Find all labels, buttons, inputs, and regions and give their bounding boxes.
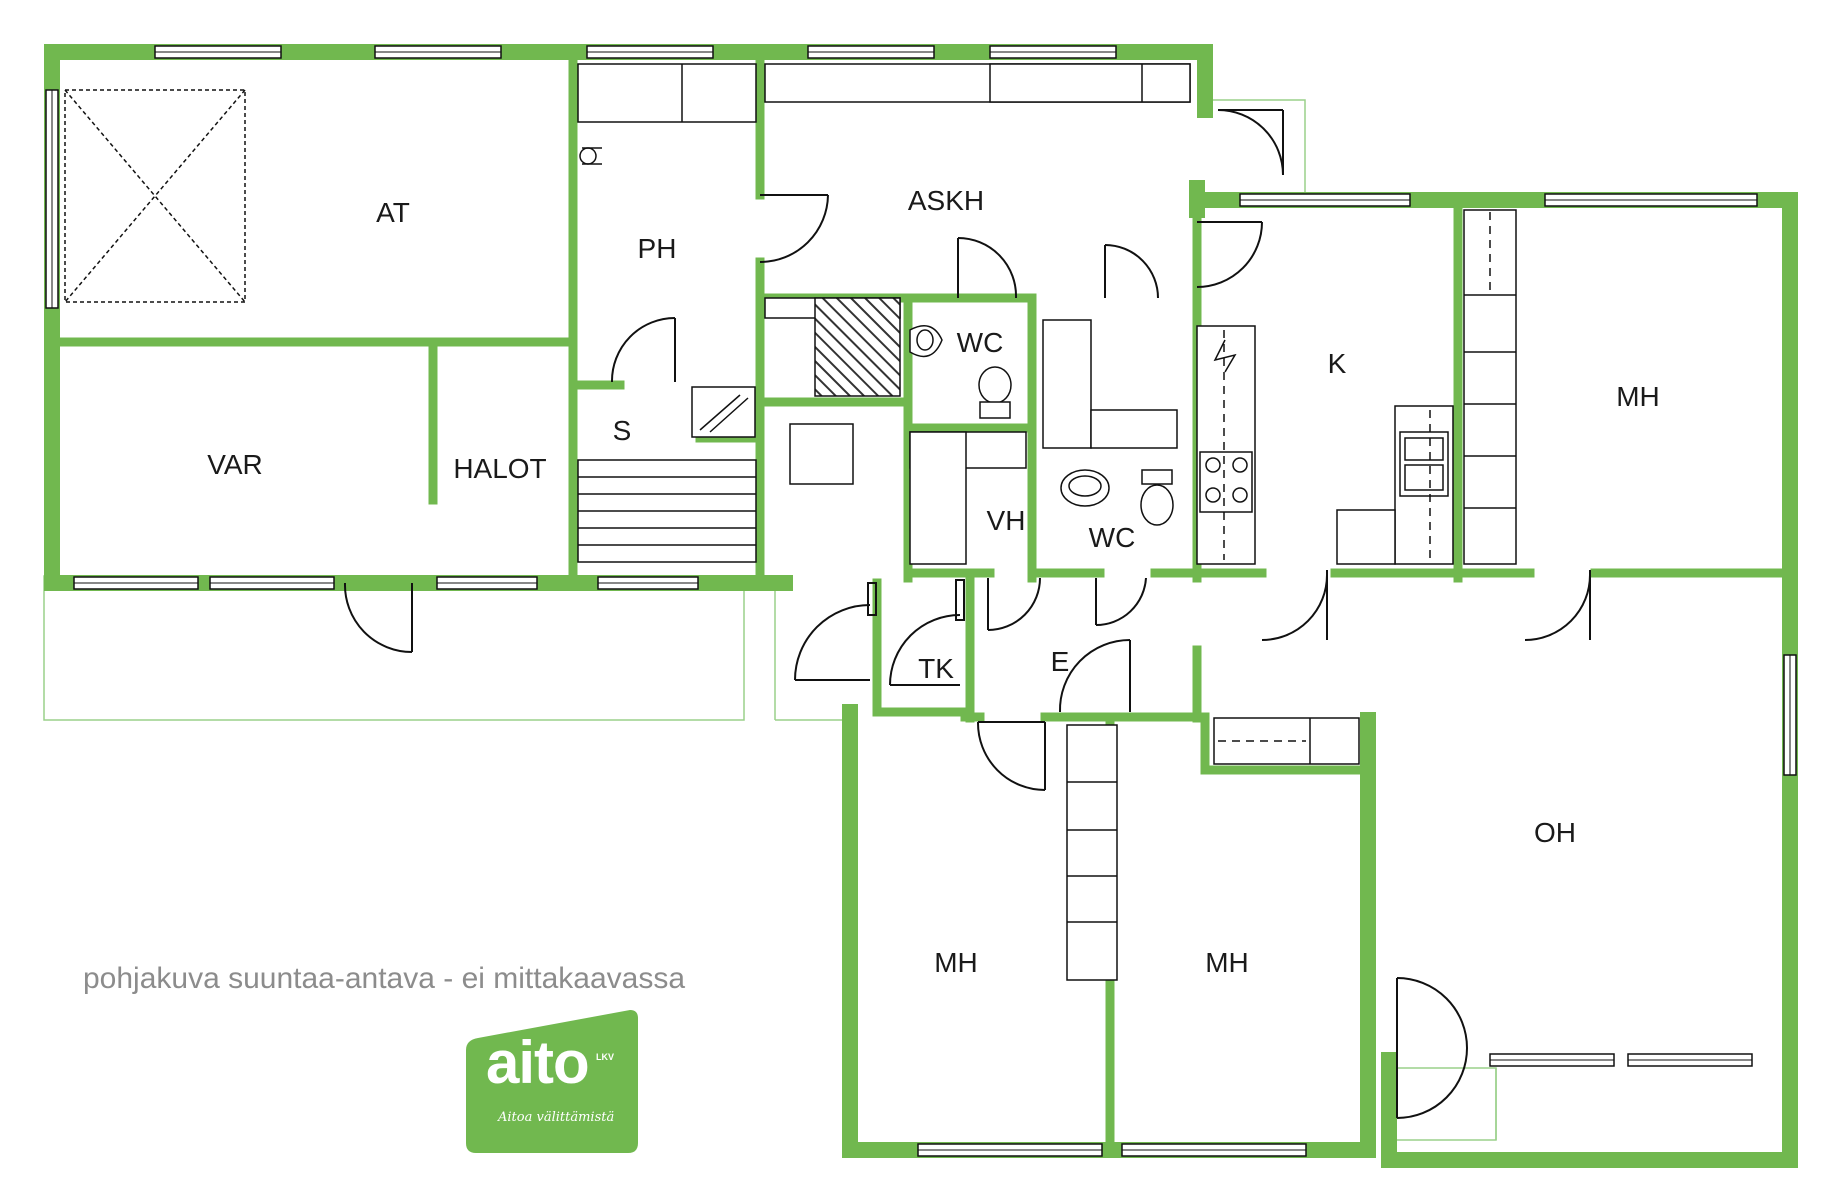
- room-label-halot: HALOT: [453, 453, 546, 484]
- room-label-s: S: [613, 415, 632, 446]
- doors: [343, 109, 1591, 1119]
- room-label-e: E: [1051, 646, 1070, 677]
- fixtures: [64, 63, 1517, 981]
- room-label-k: K: [1328, 348, 1347, 379]
- windows: [45, 45, 1797, 1157]
- room-label-vh: VH: [987, 505, 1026, 536]
- room-label-wc-upper: WC: [957, 327, 1004, 358]
- logo-badge-shape: [466, 1010, 638, 1153]
- room-label-var: VAR: [207, 449, 263, 480]
- aito-logo: aito LKV Aitoa välittämistä: [466, 1010, 638, 1153]
- logo-suffix: LKV: [596, 1052, 614, 1062]
- logo-tagline: Aitoa välittämistä: [498, 1110, 615, 1125]
- room-label-ph: PH: [638, 233, 677, 264]
- room-label-wc-lower: WC: [1089, 522, 1136, 553]
- room-label-mh-right: MH: [1616, 381, 1660, 412]
- room-label-mh-left: MH: [934, 947, 978, 978]
- disclaimer-note: pohjakuva suuntaa-antava - ei mittakaava…: [83, 962, 686, 995]
- room-label-askh: ASKH: [908, 185, 984, 216]
- room-label-tk: TK: [918, 653, 954, 684]
- dashed-lines: [1218, 212, 1491, 742]
- room-label-mh-middle: MH: [1205, 947, 1249, 978]
- logo-word: aito: [486, 1029, 590, 1096]
- room-label-at: AT: [376, 197, 410, 228]
- room-label-oh: OH: [1534, 817, 1576, 848]
